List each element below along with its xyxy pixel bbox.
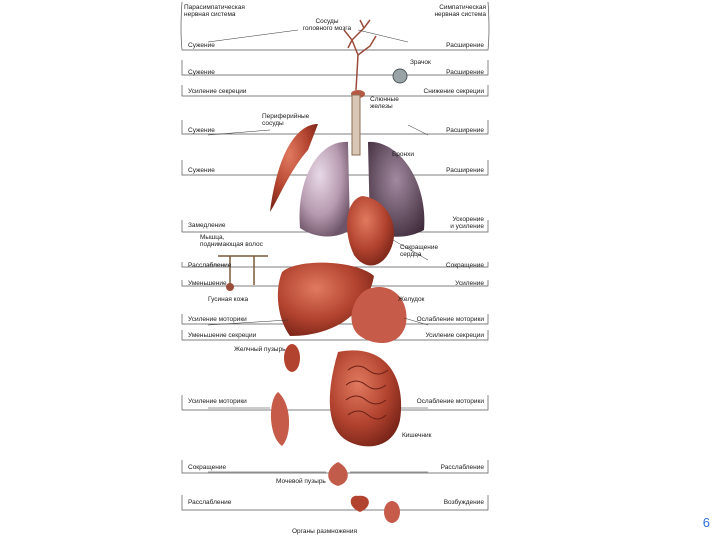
stomach-organ (351, 287, 407, 344)
intestine-coils (345, 365, 389, 420)
sympathetic-header: Симпатическая нервная система (434, 4, 486, 18)
connector-lines (207, 29, 429, 473)
goose-skin-label: Гусиная кожа (208, 296, 249, 303)
left-label-stomach: Усиление моторики (188, 316, 247, 323)
left-label-cerebral: Сужение (188, 42, 215, 49)
trachea (351, 94, 361, 156)
liver-organ (277, 262, 374, 336)
peripheral-vessels-organ (270, 124, 318, 212)
right-label-hair: Сокращение (445, 262, 484, 269)
left-label-bladder: Сокращение (188, 464, 227, 471)
hair-muscle-organ (218, 255, 268, 285)
gallbladder-organ (284, 344, 300, 372)
right-label-salivary: Снижение секреции (423, 88, 484, 95)
anatomy-illustration (180, 1, 490, 523)
left-label-salivary: Усиление секреции (188, 88, 247, 95)
right-label-intestine: Ослабление моторики (416, 398, 484, 405)
goose-skin-organ (226, 283, 234, 291)
parasympathetic-header: Парасимпатическая нервная система (184, 4, 245, 18)
left-label-bronchi: Сужение (188, 167, 215, 174)
left-label-heart: Замедление (188, 222, 226, 229)
intestine-label: Кишечник (402, 432, 432, 439)
eye-label: Зрачок (410, 59, 431, 66)
genital-organs (350, 495, 400, 523)
salivary-label: Слюнные железы (370, 96, 399, 110)
heart-label: Сокращение сердца (400, 244, 439, 258)
colon-organ (270, 392, 290, 446)
right-label-heart: Ускорение и усиление (450, 216, 484, 230)
left-label-goose: Уменьшение (188, 280, 227, 287)
genitals-label: Органы размножения (292, 528, 358, 535)
right-label-genitals: Возбуждение (443, 499, 484, 506)
left-lung-organ (299, 141, 350, 237)
brain-vessels (343, 19, 377, 91)
bronchi-label: Бронхи (392, 151, 414, 158)
left-label-peripheral: Сужение (188, 127, 215, 134)
left-label-gallbladder: Уменьшение секреции (188, 332, 257, 339)
hair-muscle-label: Мышца, поднимающая волос (200, 234, 263, 248)
heart-organ (347, 196, 395, 266)
right-label-gallbladder: Усиление секреции (425, 332, 484, 339)
right-label-stomach: Ослабление моторики (416, 316, 484, 323)
bladder-organ (328, 462, 348, 486)
peripheral-vessels-label: Периферийные сосуды (262, 113, 310, 127)
right-label-goose: Усиление (455, 280, 484, 287)
right-label-eye: Расширение (446, 69, 484, 76)
brain-vessels-label: Сосуды головного мозга (302, 18, 352, 32)
intestine-organ (329, 350, 402, 447)
eye-organ (392, 68, 408, 84)
left-label-genitals: Расслабление (188, 499, 232, 506)
autonomic-nervous-system-figure: Парасимпатическая нервная система Симпат… (178, 0, 492, 540)
left-label-hair: Расслабление (188, 262, 232, 269)
page-number: 6 (702, 515, 710, 530)
left-label-intestine: Усиление моторики (188, 398, 247, 405)
right-label-peripheral: Расширение (446, 127, 484, 134)
right-label-bronchi: Расширение (446, 167, 484, 174)
gallbladder-label: Желчный пузырь (234, 346, 286, 353)
right-label-bladder: Расслабление (440, 464, 484, 471)
left-label-eye: Сужение (188, 69, 215, 76)
bladder-label: Мочевой пузырь (276, 478, 326, 485)
right-label-cerebral: Расширение (446, 42, 484, 49)
stomach-label: Желудок (398, 296, 425, 303)
